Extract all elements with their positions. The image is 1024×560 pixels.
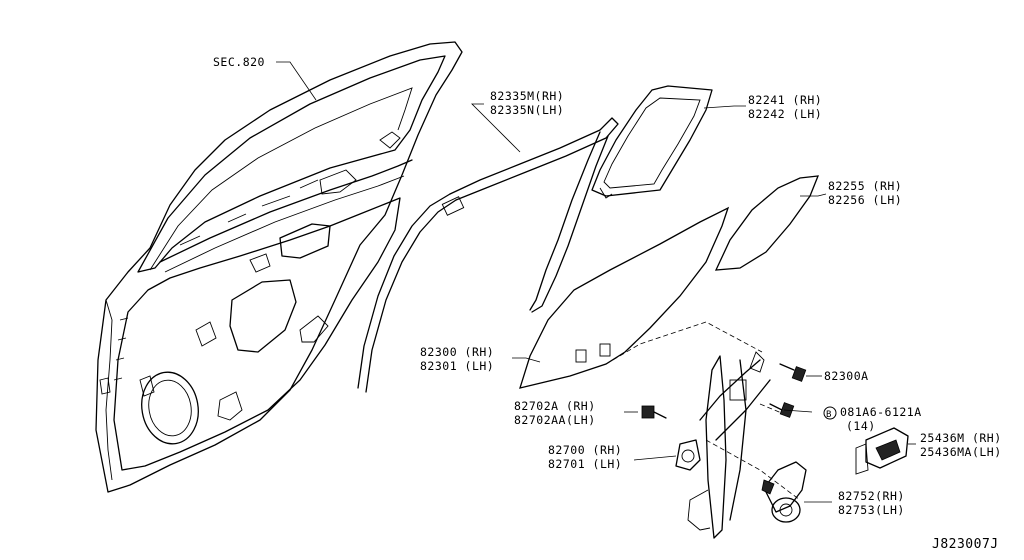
- label-82700-lh: 82701 (LH): [548, 457, 622, 471]
- label-081A6-qty: (14): [846, 419, 876, 433]
- regulator-motor-82752: [761, 461, 807, 523]
- label-081A6: 081A6-6121A: [840, 405, 922, 419]
- label-82700-rh: 82700 (RH): [548, 443, 622, 457]
- label-82335-lh: 82335N(LH): [490, 103, 564, 117]
- door-panel: [95, 41, 463, 493]
- svg-text:B: B: [826, 410, 832, 420]
- label-82752-lh: 82753(LH): [838, 503, 905, 517]
- label-25436-lh: 25436MA(LH): [920, 445, 1002, 459]
- bolt-081A6: [769, 402, 795, 418]
- label-82241-rh: 82241 (RH): [748, 93, 822, 107]
- label-sec820: SEC.820: [213, 55, 265, 69]
- label-82300-rh: 82300 (RH): [420, 345, 494, 359]
- label-82255-rh: 82255 (RH): [828, 179, 902, 193]
- dashed-hidden-line-2: [705, 439, 801, 501]
- leader-lines: [276, 61, 916, 503]
- label-82300A: 82300A: [824, 369, 869, 383]
- fixed-glass-82255: [714, 175, 820, 271]
- figure-code: J823007J: [932, 537, 999, 552]
- label-82335-rh: 82335M(RH): [490, 89, 564, 103]
- sash-molding-82335: [357, 117, 619, 393]
- dashed-hidden-line-3: [759, 403, 785, 415]
- control-unit-25436: [855, 427, 909, 475]
- bolt-82300A: [779, 363, 807, 382]
- label-82255-lh: 82256 (LH): [828, 193, 902, 207]
- quarter-frame-82241: [591, 85, 713, 199]
- bolt-marker-b: B: [823, 406, 837, 420]
- dashed-hidden-line: [605, 321, 763, 365]
- window-regulator-82700: [675, 351, 771, 539]
- bolt-82702A: [641, 405, 667, 419]
- label-25436-rh: 25436M (RH): [920, 431, 1002, 445]
- label-82702-rh: 82702A (RH): [514, 399, 596, 413]
- label-82702-lh: 82702AA(LH): [514, 413, 596, 427]
- label-82752-rh: 82752(RH): [838, 489, 905, 503]
- label-82241-lh: 82242 (LH): [748, 107, 822, 121]
- label-82300-lh: 82301 (LH): [420, 359, 494, 373]
- door-glass-82300: [519, 206, 730, 389]
